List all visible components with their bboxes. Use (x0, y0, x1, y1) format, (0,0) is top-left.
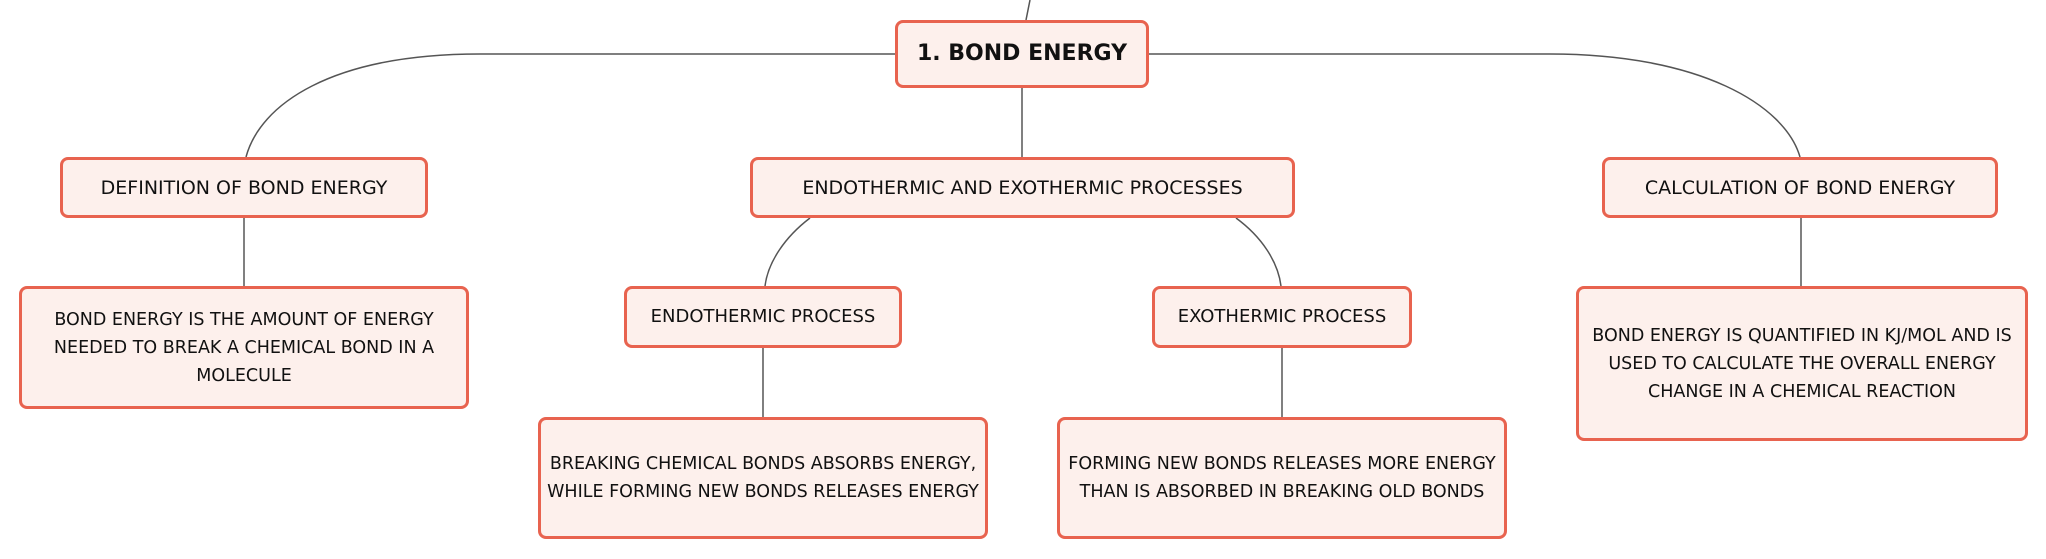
topic-node-label: DEFINITION OF BOND ENERGY (100, 176, 388, 199)
connector-root-to-definition (245, 53, 895, 158)
detail-node-text: BOND ENERGY IS THE AMOUNT OF ENERGY NEED… (53, 309, 435, 386)
connector-root-to-parent (1025, 0, 1031, 21)
detail-node-text: BREAKING CHEMICAL BONDS ABSORBS ENERGY, … (547, 454, 979, 502)
subtopic-node-endothermic[interactable]: ENDOTHERMIC PROCESS (624, 286, 902, 348)
connector-processes-to-endothermic (764, 217, 811, 287)
topic-node-calculation[interactable]: CALCULATION OF BOND ENERGY (1602, 157, 1998, 218)
subtopic-node-exothermic[interactable]: EXOTHERMIC PROCESS (1152, 286, 1412, 348)
topic-node-label: CALCULATION OF BOND ENERGY (1644, 176, 1956, 199)
detail-node-text: FORMING NEW BONDS RELEASES MORE ENERGY T… (1068, 454, 1496, 502)
connector-root-to-calculation (1149, 53, 1801, 158)
detail-node-exothermic[interactable]: FORMING NEW BONDS RELEASES MORE ENERGY T… (1057, 417, 1507, 539)
topic-node-processes[interactable]: ENDOTHERMIC AND EXOTHERMIC PROCESSES (750, 157, 1295, 218)
topic-node-label: ENDOTHERMIC AND EXOTHERMIC PROCESSES (802, 176, 1243, 199)
root-node-label: 1. BOND ENERGY (916, 41, 1128, 66)
detail-node-text: BOND ENERGY IS QUANTIFIED IN KJ/MOL AND … (1592, 325, 2012, 402)
detail-node-calculation[interactable]: BOND ENERGY IS QUANTIFIED IN KJ/MOL AND … (1576, 286, 2028, 441)
detail-node-endothermic[interactable]: BREAKING CHEMICAL BONDS ABSORBS ENERGY, … (538, 417, 988, 539)
subtopic-node-label: EXOTHERMIC PROCESS (1177, 306, 1387, 327)
connector-processes-to-exothermic (1235, 217, 1282, 287)
detail-node-definition[interactable]: BOND ENERGY IS THE AMOUNT OF ENERGY NEED… (19, 286, 469, 409)
root-node[interactable]: 1. BOND ENERGY (895, 20, 1149, 88)
subtopic-node-label: ENDOTHERMIC PROCESS (650, 306, 876, 327)
topic-node-definition[interactable]: DEFINITION OF BOND ENERGY (60, 157, 428, 218)
